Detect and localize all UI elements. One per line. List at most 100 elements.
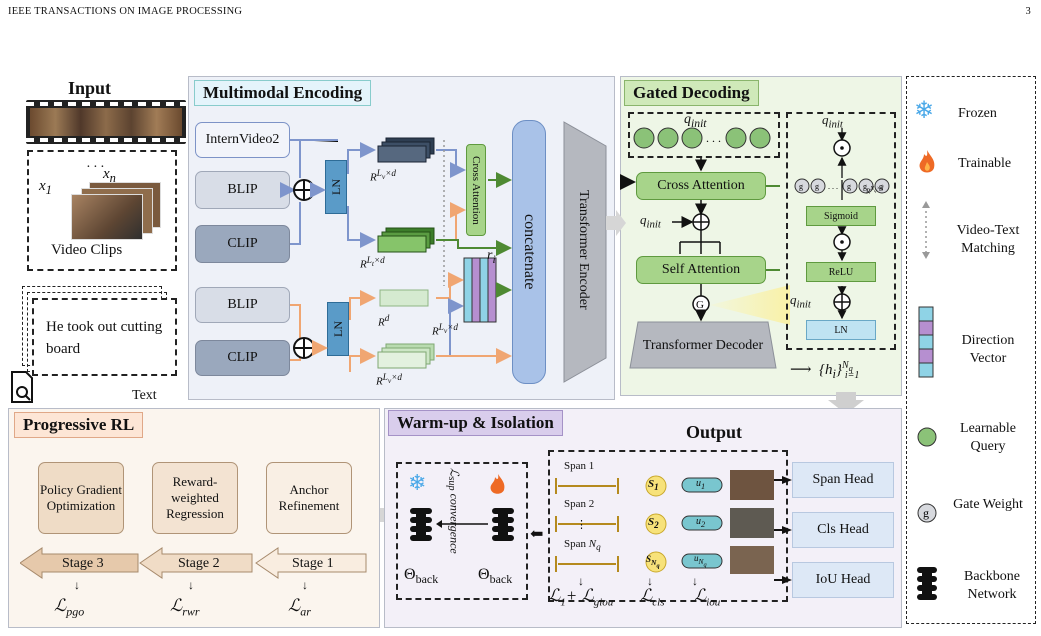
q-init-mid: qinit [640,212,661,231]
output-to-isolation-arrow: ⬅ [530,526,544,543]
transformer-decoder-shape [629,321,777,369]
concatenate-box: concatenate [512,120,546,384]
internvideo2-box: InternVideo2 [195,122,290,158]
r-lt-d-label: RLt×d [360,255,385,271]
learnable-query-icon [917,427,937,447]
loss-ar: ℒar [288,596,311,619]
stage2-label: Stage 2 [178,556,220,571]
r-lv-d-label-1: RLv×d [370,168,396,184]
reward-weighted-box: Reward-weighted Regression [152,462,238,534]
q-init-gate-bottom: qinit [790,292,811,311]
matching-arrow-icon [922,201,930,259]
clip-video-box: CLIP [195,225,290,263]
u2-label: u2 [696,516,706,529]
page-number: 3 [1025,6,1031,17]
legend-frozen: Frozen [958,106,997,121]
legend-video-text-matching: Video-Text Matching [956,223,1020,256]
fire-icon [919,150,935,173]
output-predictions-graphic [555,470,774,574]
gate-detail-graphic: g g . . . g g g [794,128,890,320]
document-search-icon [11,371,33,403]
legend-backbone-network: Backbone Network [964,569,1020,602]
learnable-query-circles: . . . [633,127,771,149]
film-strip [26,100,186,144]
backbone-network-icon [917,567,937,600]
s1-label: S1 [648,478,659,493]
spanN-label: Span Nq [564,538,601,553]
svg-text:G: G [696,299,704,311]
r-lv-d-label-3: RLv×d [376,372,402,388]
blip-text-box: BLIP [195,287,290,323]
ri-label: ri [487,248,496,266]
cross-attention-dec-box: Cross Attention [636,172,766,200]
sigmoid-box: Sigmoid [806,206,876,226]
text-query-box: He took out cutting board [32,298,177,376]
iou-head-box: IoU Head [792,562,894,598]
stage2-down-arrow: ↓ [188,578,194,592]
loss-pgo: ℒpgo [54,596,85,619]
span-head-box: Span Head [792,462,894,498]
stage-arrows [20,547,367,579]
r-d-label: Rd [378,313,390,329]
stage1-label: Stage 1 [292,556,334,571]
q-init-gate-top: qinit [822,112,843,131]
q-init-top: qinit [684,112,707,130]
video-frames [71,182,161,240]
lsup-convergence-label: ℒsup convergence [446,468,462,554]
snowflake-icon: ❄ [914,98,935,124]
stage3-down-arrow: ↓ [74,578,80,592]
gated-decoding-title: Gated Decoding [624,80,759,106]
frozen-snowflake-icon: ❄ [408,470,427,495]
policy-gradient-box: Policy Gradient Optimization [38,462,124,534]
svg-text:g: g [815,182,819,191]
video-clips-label: Video Clips [51,242,123,258]
output-hi-label: ⟶ {hi}Nqi=1 [790,360,860,381]
span2-label: Span 2 [564,498,595,510]
transformer-encoder-label: Transformer Encoder [576,190,591,310]
gate-detail-box [786,112,896,350]
trainable-fire-icon [490,474,505,494]
text-query: He took out cutting board [46,319,163,357]
svg-text:g: g [879,182,883,191]
svg-text:. . .: . . . [706,131,721,145]
output-predictions-box [548,450,788,602]
theta-back-frozen: Θback [404,566,439,587]
output-title: Output [686,422,743,442]
warmup-title: Warm-up & Isolation [388,410,563,436]
cls-head-box: Cls Head [792,512,894,548]
svg-text:g: g [863,182,867,191]
self-attention-box: Self Attention [636,256,766,284]
transformer-encoder-shape [563,121,607,383]
legend-box [906,76,1036,624]
journal-header: IEEE TRANSACTIONS ON IMAGE PROCESSING [8,6,243,17]
loss-l1-giou: ℒ1+ ℒgiou [548,586,614,609]
progressive-rl-title: Progressive RL [14,412,144,438]
clip-text-box: CLIP [195,340,290,376]
relu-box: ReLU [806,262,876,282]
direction-vector-icon [918,306,934,378]
gate-weight-icon: g [917,503,937,523]
loss-rwr: ℒrwr [170,596,200,619]
multimodal-encoding-title: Multimodal Encoding [194,80,372,106]
encoder-to-decoder-arrow [606,210,626,236]
ln-text-box: LN [327,302,349,356]
learnable-query-box [628,112,780,158]
isolation-box [396,462,528,600]
xn-dots: . . . [87,156,105,171]
svg-text:. . .: . . . [828,182,838,191]
span1-label: Span 1 [564,460,595,472]
decoding-flow-arrows: G [620,158,780,322]
span-ellipsis: ⋮ [576,519,587,531]
loss-cls: ℒcls [640,586,665,609]
uN-label: uNq [694,553,707,569]
svg-text:g: g [923,506,929,520]
r-lv-d-label-2: RLv×d [432,322,458,338]
blip-video-box: BLIP [195,171,290,209]
transformer-decoder-label: Transformer Decoder [642,337,764,353]
loss-down-arrows: ↓ ↓ ↓ [578,574,698,588]
theta-back-trainable: Θback [478,566,513,587]
backbone-isolation-graphic [410,508,514,541]
head-arrows [774,476,792,584]
x1-label: x1 [39,178,52,197]
legend-gate-weight: Gate Weight [953,497,1023,512]
